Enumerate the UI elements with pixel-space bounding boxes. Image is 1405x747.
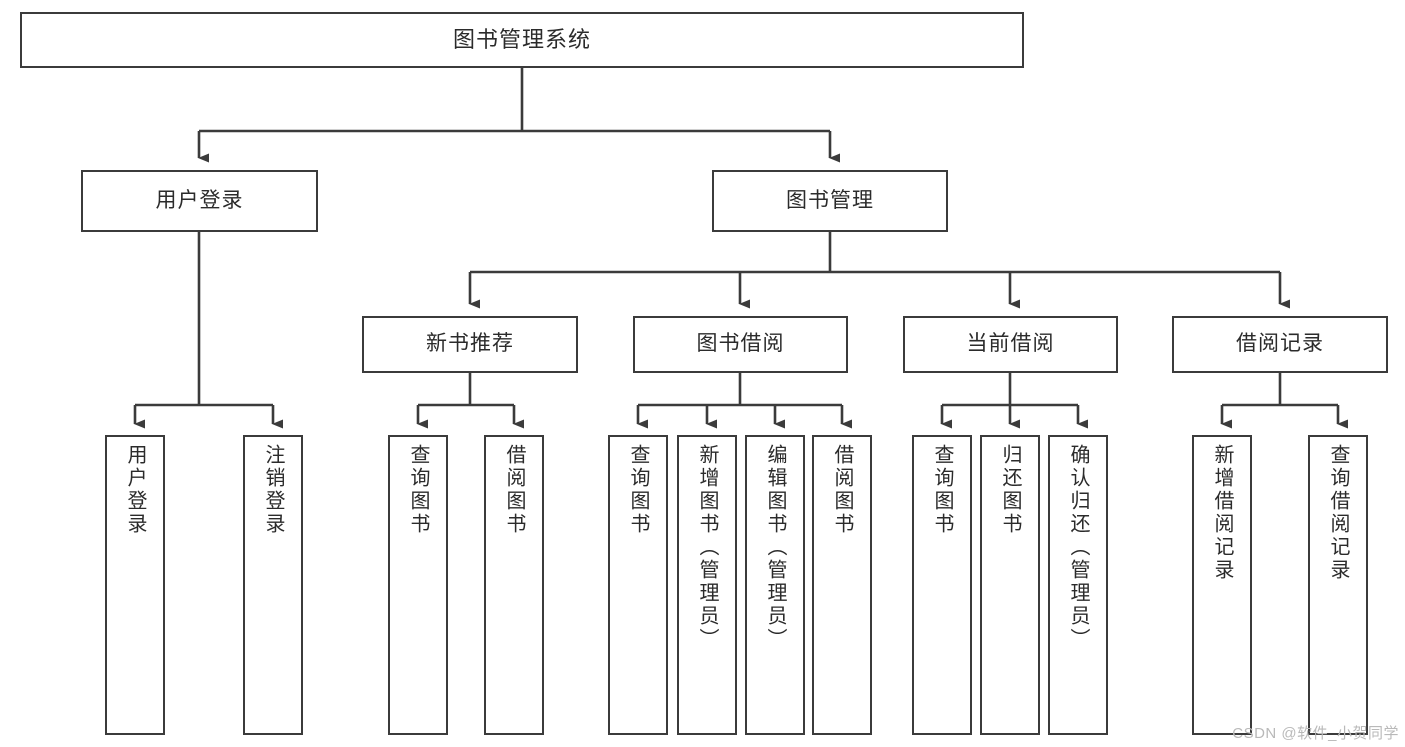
csdn-watermark: CSDN @软件_小贺同学	[1232, 725, 1399, 742]
node-root-system[interactable]: 图书管理系统	[20, 12, 1024, 68]
node-label: 用户登录	[124, 444, 146, 536]
leaf-current-confirm-return-admin[interactable]: 确认归还（管理员）	[1048, 435, 1108, 735]
node-current-borrow[interactable]: 当前借阅	[903, 316, 1118, 373]
node-label: 确认归还（管理员）	[1067, 444, 1089, 651]
node-label: 查询图书	[627, 444, 649, 536]
node-label: 新增图书（管理员）	[696, 444, 718, 651]
node-label: 当前借阅	[966, 332, 1055, 356]
leaf-recommend-query-book[interactable]: 查询图书	[388, 435, 448, 735]
node-label: 新增借阅记录	[1211, 444, 1233, 582]
node-book-borrow[interactable]: 图书借阅	[633, 316, 848, 373]
leaf-user-login-signin[interactable]: 用户登录	[105, 435, 165, 735]
node-user-login[interactable]: 用户登录	[81, 170, 318, 232]
node-label: 查询图书	[931, 444, 953, 536]
node-new-book-recommend[interactable]: 新书推荐	[362, 316, 578, 373]
node-label: 用户登录	[155, 188, 244, 212]
node-label: 图书管理	[786, 188, 874, 212]
node-label: 归还图书	[999, 444, 1021, 536]
leaf-recommend-borrow-book[interactable]: 借阅图书	[484, 435, 544, 735]
leaf-borrow-query-book[interactable]: 查询图书	[608, 435, 668, 735]
node-label: 新书推荐	[426, 332, 514, 356]
node-book-management[interactable]: 图书管理	[712, 170, 948, 232]
leaf-record-add-record[interactable]: 新增借阅记录	[1192, 435, 1252, 735]
node-label: 编辑图书（管理员）	[764, 444, 786, 651]
node-label: 借阅记录	[1236, 332, 1324, 356]
node-label: 图书管理系统	[452, 27, 591, 53]
leaf-user-login-signout[interactable]: 注销登录	[243, 435, 303, 735]
node-label: 借阅图书	[831, 444, 853, 536]
node-label: 借阅图书	[503, 444, 525, 536]
node-label: 查询图书	[407, 444, 429, 536]
leaf-current-return-book[interactable]: 归还图书	[980, 435, 1040, 735]
leaf-record-query-record[interactable]: 查询借阅记录	[1308, 435, 1368, 735]
node-borrow-record[interactable]: 借阅记录	[1172, 316, 1388, 373]
leaf-borrow-borrow-book[interactable]: 借阅图书	[812, 435, 872, 735]
leaf-borrow-edit-book-admin[interactable]: 编辑图书（管理员）	[745, 435, 805, 735]
node-label: 图书借阅	[696, 332, 785, 356]
node-label: 注销登录	[262, 444, 284, 536]
node-label: 查询借阅记录	[1327, 444, 1349, 582]
leaf-current-query-book[interactable]: 查询图书	[912, 435, 972, 735]
leaf-borrow-add-book-admin[interactable]: 新增图书（管理员）	[677, 435, 737, 735]
